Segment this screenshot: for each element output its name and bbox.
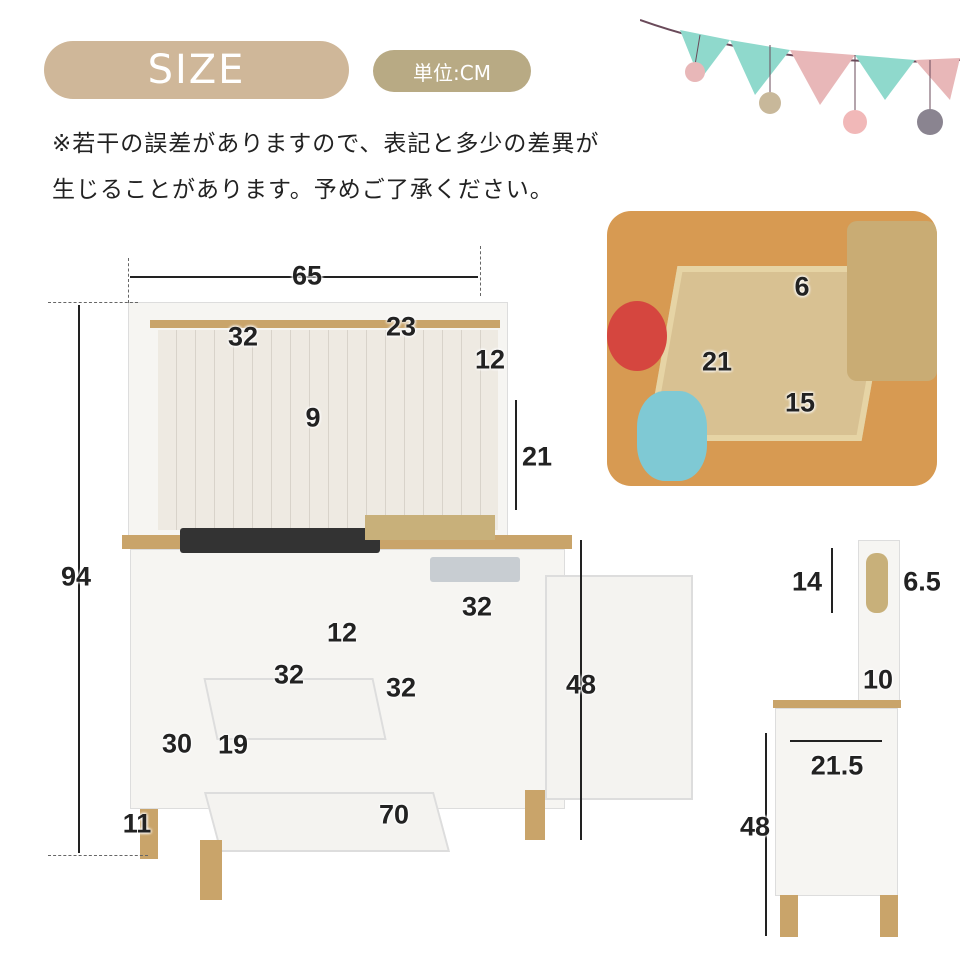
sink-depth-label: 6 [794, 271, 810, 302]
oven-width-label: 32 [273, 659, 305, 690]
leg-height-label: 11 [122, 808, 152, 839]
sink-width-label: 15 [784, 387, 816, 418]
cabinet-depth-label: 9 [305, 402, 321, 433]
unit-pill: 単位:CM [373, 50, 531, 92]
cabinet-width-label: 23 [385, 311, 417, 342]
control-panel [430, 557, 520, 582]
total-height-label: 94 [60, 561, 92, 592]
sink-photo [607, 211, 937, 486]
side-handle-depth-label: 6.5 [903, 566, 941, 597]
side-back-panel-label: 10 [862, 664, 894, 695]
total-width-label: 65 [291, 260, 323, 291]
open-door [545, 575, 693, 800]
side-height-label: 48 [739, 811, 771, 842]
size-title-pill: SIZE [44, 41, 349, 99]
side-handle-height-label: 14 [791, 566, 823, 597]
backsplash-height-label: 21 [521, 441, 553, 472]
door-open-depth-label: 70 [378, 799, 410, 830]
oven-gap-label: 12 [326, 617, 358, 648]
side-view-body [775, 708, 898, 896]
depth-label: 30 [161, 728, 193, 759]
cabinet-inner-width-label: 32 [461, 591, 493, 622]
side-depth-label: 21.5 [810, 750, 864, 781]
shelf-width-label: 32 [227, 321, 259, 352]
note-line-2: 生じることがあります。予めご了承ください。 [52, 177, 554, 203]
sink-length-label: 21 [701, 346, 733, 377]
oven-height-label: 32 [385, 672, 417, 703]
oven-door-lower [203, 792, 451, 852]
cabinet-height-label: 12 [474, 344, 506, 375]
lower-oven-height-label: 19 [217, 729, 249, 760]
note-line-1: ※若干の誤差がありますので、表記と多少の差異が [52, 131, 600, 157]
bunting-decoration [640, 19, 960, 135]
lower-height-label: 48 [565, 669, 597, 700]
